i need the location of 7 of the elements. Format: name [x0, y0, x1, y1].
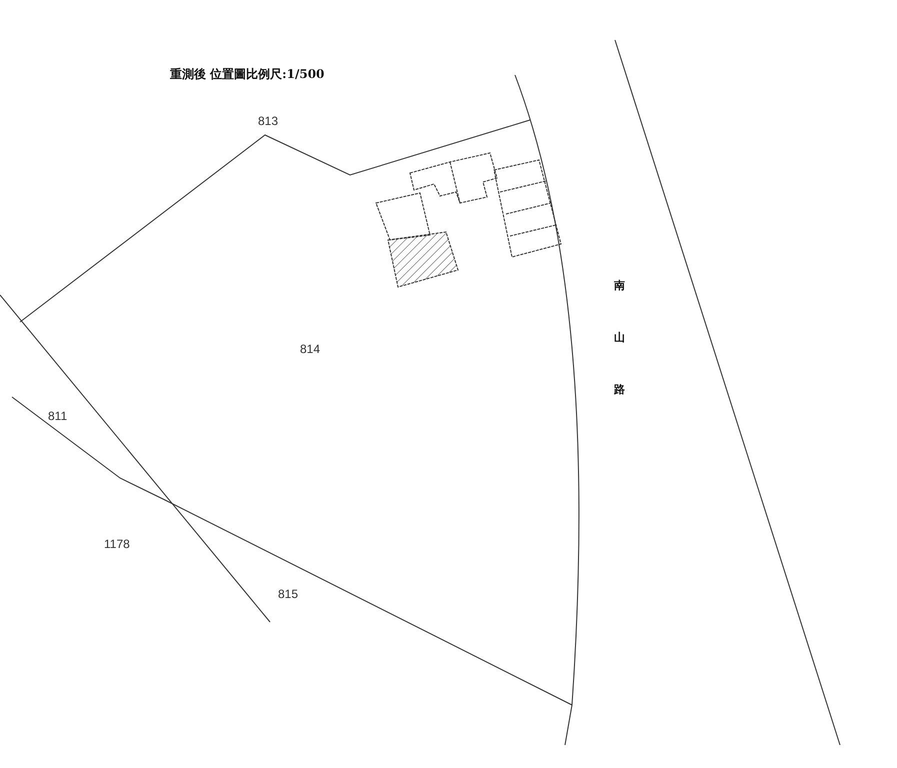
road-name: 南山路 [614, 270, 625, 426]
parcel-number: 811 [48, 410, 68, 422]
parcel-number: 813 [258, 115, 278, 127]
map-title: 重測後 位置圖比例尺:1/500 [170, 68, 324, 80]
parcel-number: 1178 [104, 538, 130, 550]
parcel-number: 814 [300, 343, 320, 355]
parcel-number: 815 [278, 588, 298, 600]
